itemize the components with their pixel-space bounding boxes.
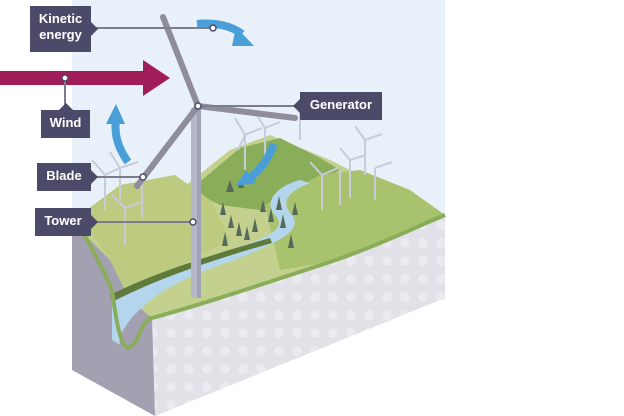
riverbank-shadow bbox=[110, 238, 272, 302]
leader-points bbox=[61, 24, 217, 226]
tree-cluster bbox=[220, 178, 298, 248]
kinetic-arrow-generator-head bbox=[236, 170, 256, 186]
label-kinetic-energy-text: Kinetic energy bbox=[38, 11, 83, 42]
soil-front-face bbox=[152, 215, 445, 416]
label-blade-text: Blade bbox=[46, 168, 82, 183]
kinetic-arrow-top-head bbox=[232, 27, 254, 46]
turbine-blades bbox=[134, 14, 298, 189]
grass-edge bbox=[70, 209, 446, 351]
leader-lines bbox=[64, 27, 295, 223]
turbine-tower bbox=[191, 108, 201, 298]
label-tower-text: Tower bbox=[44, 213, 82, 228]
label-wind-text: Wind bbox=[49, 115, 82, 130]
background-turbines bbox=[91, 108, 393, 245]
label-generator-text: Generator bbox=[309, 97, 373, 112]
label-generator: Generator bbox=[293, 92, 382, 120]
label-kinetic-energy: Kinetic energy bbox=[30, 6, 98, 52]
label-wind: Wind bbox=[41, 103, 90, 138]
river bbox=[112, 180, 310, 345]
turbine-tower-shade bbox=[197, 108, 201, 298]
wind-arrow-shaft bbox=[0, 71, 146, 85]
label-blade: Blade bbox=[37, 163, 98, 191]
kinetic-arrow-generator bbox=[247, 142, 278, 182]
wind-arrow-head bbox=[143, 60, 170, 96]
terrain-mid-hill bbox=[265, 170, 445, 270]
kinetic-arrow-left-head bbox=[106, 104, 125, 124]
label-tower: Tower bbox=[35, 208, 98, 236]
